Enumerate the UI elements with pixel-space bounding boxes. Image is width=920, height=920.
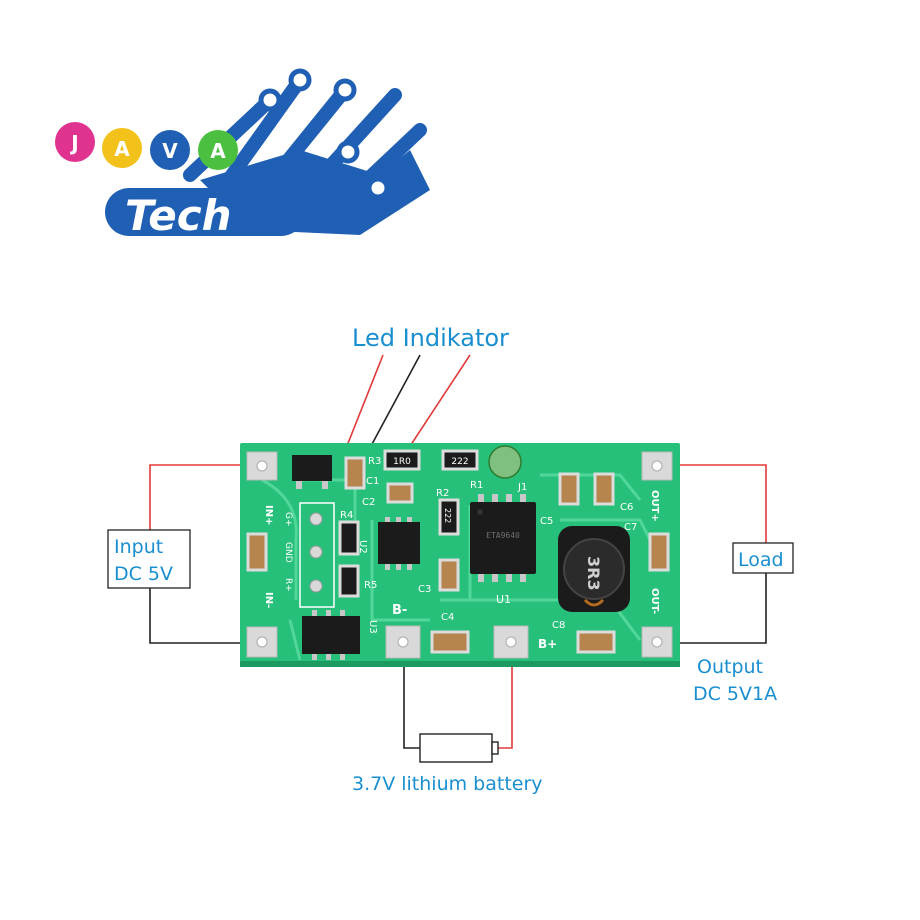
- resistor-r4: [338, 520, 360, 556]
- logo-ball-j: [55, 122, 95, 162]
- output-label-line2: DC 5V1A: [693, 683, 777, 705]
- load-label-box: Load: [732, 542, 794, 574]
- inductor-marking: 3R3: [584, 556, 603, 591]
- output-plus-wire: [660, 464, 767, 543]
- led-indicator-title: Led Indikator: [352, 324, 509, 352]
- label-c5: C5: [540, 516, 553, 527]
- label-c7: C7: [624, 522, 637, 533]
- input-minus-wire: [149, 588, 262, 644]
- logo-circuit-dots: [258, 68, 390, 200]
- label-out-minus: OUT-: [649, 588, 660, 614]
- resistor-r-top-mid: [441, 449, 479, 471]
- inductor-l1: 3R3: [558, 526, 630, 612]
- label-b-plus: B+: [538, 637, 557, 651]
- ic-u2: U2: [357, 517, 420, 570]
- logo-ball-v: [150, 130, 190, 170]
- resistor-r2: [438, 498, 460, 536]
- ic-u1: ETA9640 U1: [470, 494, 536, 606]
- input-label-line2: DC 5V: [114, 563, 173, 585]
- label-j1: J1: [517, 482, 527, 493]
- label-u2: U2: [357, 540, 368, 554]
- label-r4: R4: [340, 510, 353, 521]
- label-b-minus: B-: [392, 603, 407, 618]
- pad-in-minus: [246, 626, 278, 658]
- label-r2: R2: [436, 488, 449, 499]
- resistor-code-c: 222: [443, 508, 452, 523]
- output-label-line1: Output: [697, 656, 763, 678]
- battery-label: 3.7V lithium battery: [352, 773, 543, 795]
- label-out-plus: OUT+: [649, 490, 660, 522]
- battery-symbol: [419, 733, 499, 763]
- load-label: Load: [738, 549, 784, 571]
- resistor-r5: [338, 564, 360, 598]
- capacitor-j1: J1: [488, 445, 527, 493]
- battery-minus-wire: [403, 645, 420, 749]
- capacitor-c3: [438, 558, 460, 592]
- capacitors: [246, 456, 670, 654]
- resistor-code-b: 222: [451, 457, 468, 467]
- label-c2: C2: [362, 497, 375, 508]
- capacitor-c2: [386, 482, 414, 504]
- transistor-q1: [292, 455, 332, 489]
- led-pad-r: [309, 579, 323, 593]
- label-c4: C4: [441, 612, 454, 623]
- resistors: 1R0 222 222 R1 R2 R3 R4 R5: [338, 449, 483, 598]
- logo-tech-band: [105, 188, 305, 236]
- label-c3: C3: [418, 584, 431, 595]
- input-label-line1: Input: [114, 536, 163, 558]
- output-minus-wire: [660, 573, 767, 644]
- label-r-plus: R+: [283, 578, 293, 592]
- resistor-r-top-left: [383, 449, 421, 471]
- label-c1: C1: [366, 476, 379, 487]
- capacitor-c7: [648, 532, 670, 572]
- capacitor-c1: [344, 456, 366, 490]
- ic-u1-marking: ETA9640: [486, 531, 520, 540]
- led-pad-g: [309, 512, 323, 526]
- label-c8: C8: [552, 620, 565, 631]
- label-u3: U3: [367, 620, 378, 634]
- led-indicator-pads: G+ GND R+: [283, 502, 335, 608]
- capacitor-c4: [430, 630, 470, 654]
- label-r1: R1: [470, 480, 483, 491]
- battery-plus-wire: [498, 645, 513, 749]
- capacitor-c6: [593, 472, 615, 506]
- input-plus-wire: [149, 464, 262, 530]
- ic-u3: U3: [302, 610, 378, 660]
- label-r3: R3: [368, 456, 381, 467]
- logo-ball-a2: [198, 130, 238, 170]
- capacitor-c-left: [246, 532, 268, 572]
- label-in-minus: IN-: [263, 592, 274, 608]
- pcb-edge-shadow: [240, 661, 680, 667]
- capacitor-c8: [576, 630, 616, 654]
- logo-letter-j: J: [69, 131, 78, 155]
- logo-letter-v: V: [162, 139, 178, 163]
- label-gnd: GND: [283, 542, 293, 563]
- label-c6: C6: [620, 502, 633, 513]
- pad-holes: [256, 460, 663, 648]
- input-label-box: Input DC 5V: [107, 529, 191, 589]
- led-pad-gnd: [309, 545, 323, 559]
- label-r5: R5: [364, 580, 377, 591]
- logo-letter-a2: A: [210, 139, 226, 163]
- label-g-plus: G+: [283, 512, 293, 527]
- label-in-plus: IN+: [263, 505, 274, 525]
- charger-boost-module: IN+ IN- OUT+ OUT- B- B+ G+ GND R+ ETA: [240, 443, 680, 667]
- label-u1: U1: [496, 593, 511, 606]
- logo-ball-a1: [102, 128, 142, 168]
- capacitor-labels: C1 C2 C3 C4 C5 C6 C7 C8: [362, 476, 637, 631]
- java-tech-logo: Tech J A V A: [55, 68, 430, 240]
- logo-letter-balls: J A V A: [55, 122, 238, 170]
- capacitor-c5: [558, 472, 580, 506]
- resistor-code-a: 1R0: [393, 457, 411, 467]
- logo-letter-a1: A: [114, 137, 130, 161]
- logo-tech-word: Tech: [125, 191, 232, 240]
